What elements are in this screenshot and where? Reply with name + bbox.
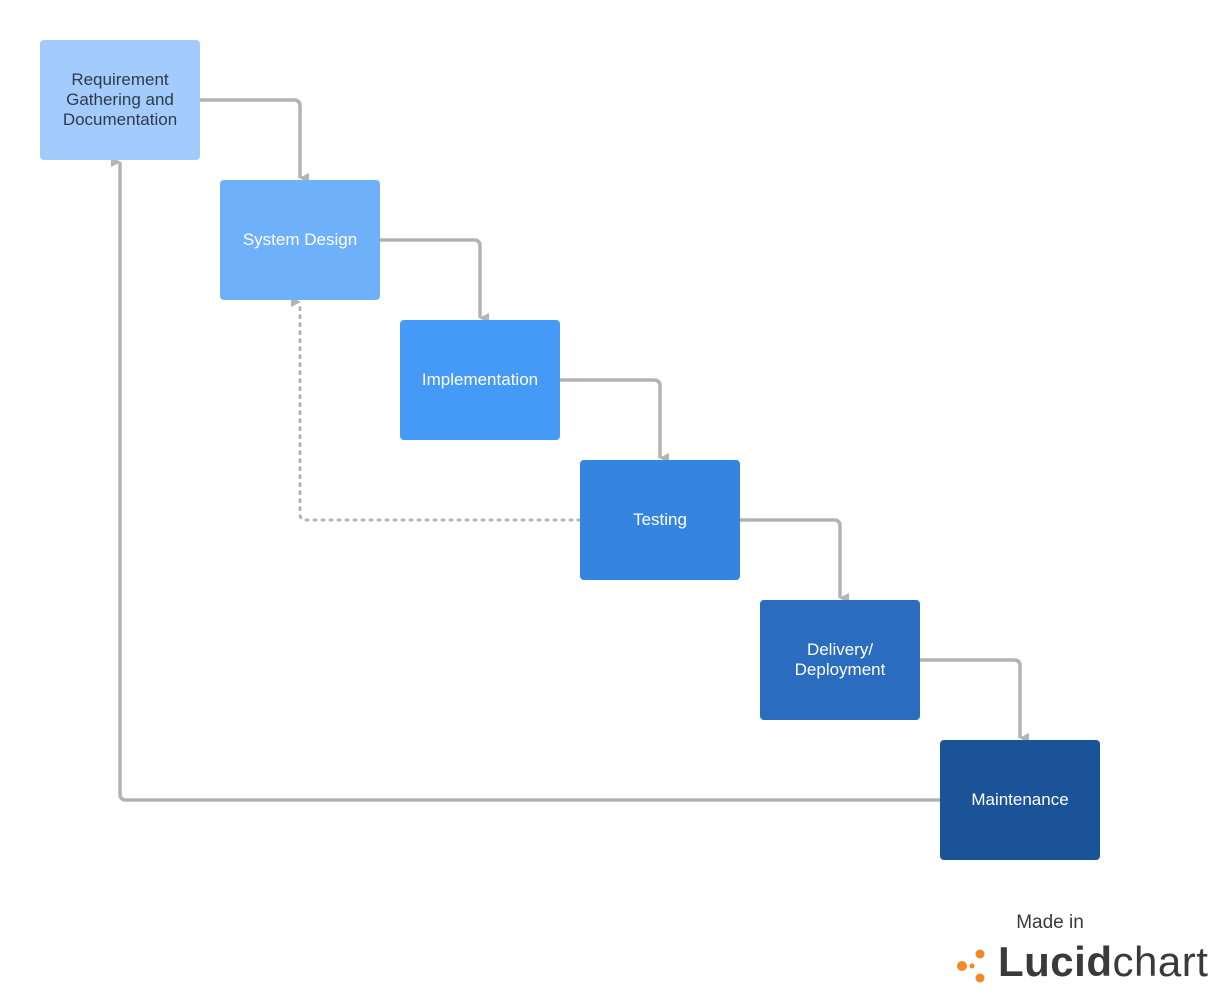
stage-maintenance[interactable]: Maintenance	[940, 740, 1100, 860]
step-arrow-3	[560, 378, 669, 463]
made-in-caption: Made in	[1016, 912, 1084, 933]
stage-testing[interactable]: Testing	[580, 460, 740, 580]
stage-delivery-deployment[interactable]: Delivery/ Deployment	[760, 600, 920, 720]
lucidchart-logo-icon	[957, 949, 985, 983]
feedback-arrow-testing-to-design	[291, 297, 582, 522]
step-arrow-5	[920, 658, 1029, 743]
step-arrow-2	[380, 238, 489, 323]
loop-back-arrow-maintenance-to-requirements	[111, 157, 940, 802]
stage-implementation[interactable]: Implementation	[400, 320, 560, 440]
step-arrow-1	[200, 98, 309, 183]
step-arrow-4	[740, 518, 849, 603]
lucidchart-wordmark: Lucidchart	[998, 938, 1208, 986]
wordmark-chart: chart	[1112, 938, 1209, 985]
stage-requirement-gathering[interactable]: Requirement Gathering and Documentation	[40, 40, 200, 160]
stage-system-design[interactable]: System Design	[220, 180, 380, 300]
lucidchart-badge[interactable]: Made in Lucidchart	[950, 912, 1208, 992]
wordmark-lucid: Lucid	[998, 938, 1113, 985]
